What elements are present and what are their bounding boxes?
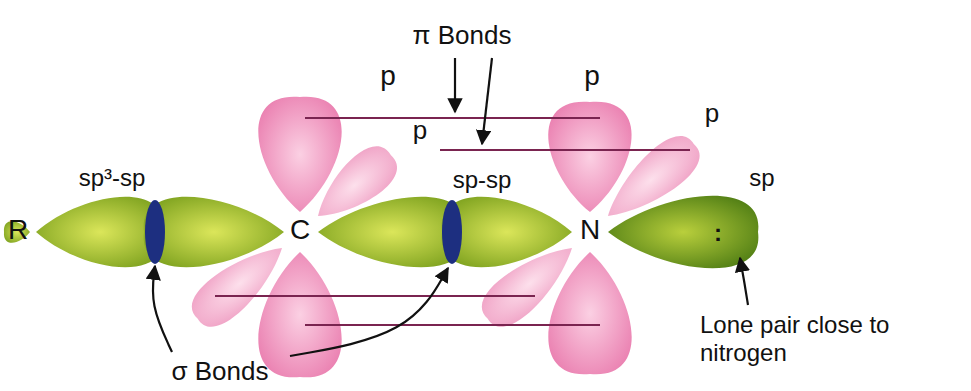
p-orbital-lobe bbox=[258, 97, 341, 212]
lone-pair-orbital bbox=[608, 196, 758, 269]
leader-arrow bbox=[454, 58, 456, 112]
orbital-label: p bbox=[413, 116, 427, 146]
orbital-label: p bbox=[584, 60, 600, 92]
lone-pair-dots: : bbox=[714, 219, 722, 247]
leader-arrow bbox=[482, 58, 492, 144]
orbital-label: p bbox=[380, 60, 396, 92]
sp-orbital-lobe bbox=[318, 197, 466, 268]
leader-arrow bbox=[153, 266, 172, 352]
lone-pair-label: Lone pair close to nitrogen bbox=[700, 311, 890, 366]
atom-label: R bbox=[8, 214, 28, 246]
pi-bond-line bbox=[215, 295, 535, 297]
sp3-orbital-lobe bbox=[36, 197, 164, 268]
sigma-overlap bbox=[442, 200, 462, 264]
sigma-overlap bbox=[145, 200, 165, 264]
overlap-label: sp-sp bbox=[453, 166, 512, 194]
pi-bond-line bbox=[305, 117, 600, 119]
atom-label: C bbox=[290, 214, 310, 246]
atom-label: N bbox=[580, 214, 600, 246]
sp-orbital-lobe bbox=[442, 197, 572, 268]
sigma-bonds-label: σ Bonds bbox=[172, 357, 269, 387]
sp-orbital-lobe bbox=[144, 197, 284, 268]
p-orbital-lobe bbox=[258, 252, 341, 377]
orbital-label: sp bbox=[749, 164, 774, 192]
pi-bonds-label: π Bonds bbox=[413, 21, 512, 51]
p-orbital-lobe bbox=[548, 252, 631, 374]
pi-bond-line bbox=[305, 324, 600, 326]
orbital-label: p bbox=[705, 99, 719, 129]
leader-arrow bbox=[290, 268, 448, 356]
leader-arrow bbox=[740, 258, 748, 305]
pi-bond-line bbox=[440, 149, 690, 151]
overlap-label: sp³-sp bbox=[79, 164, 146, 192]
